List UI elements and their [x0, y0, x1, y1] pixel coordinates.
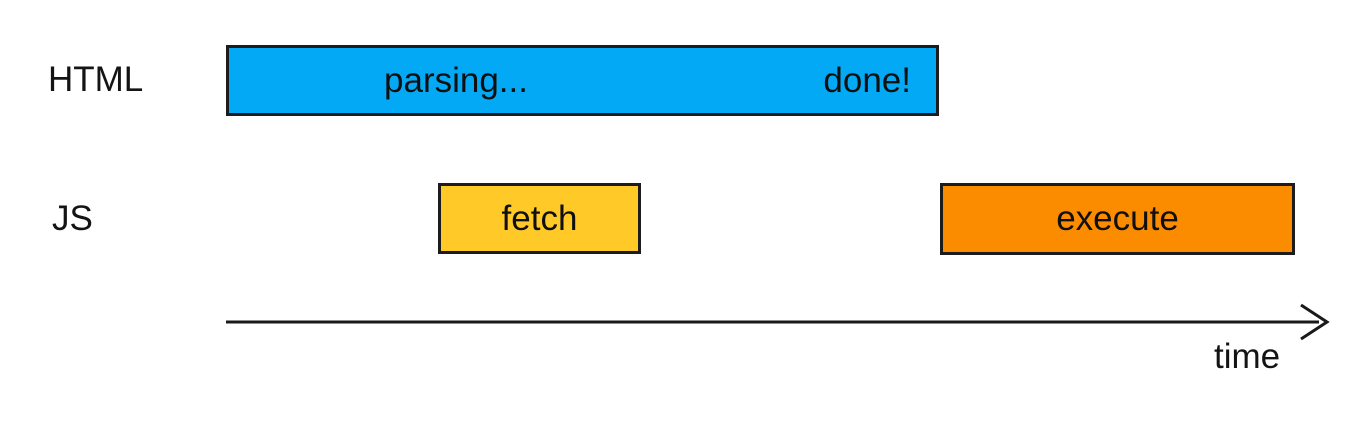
js-execute-bar: execute [940, 183, 1295, 255]
time-axis-label: time [1214, 337, 1281, 376]
row-label-html: HTML [48, 60, 144, 99]
html-parsing-bar: parsing... done! [226, 45, 939, 116]
parsing-label: parsing... [384, 60, 528, 100]
row-label-js: JS [52, 199, 93, 238]
execute-label: execute [1056, 199, 1179, 238]
fetch-label: fetch [501, 198, 578, 238]
time-axis-arrowhead-icon [1300, 303, 1330, 341]
done-label: done! [823, 60, 911, 100]
js-fetch-bar: fetch [438, 183, 641, 254]
